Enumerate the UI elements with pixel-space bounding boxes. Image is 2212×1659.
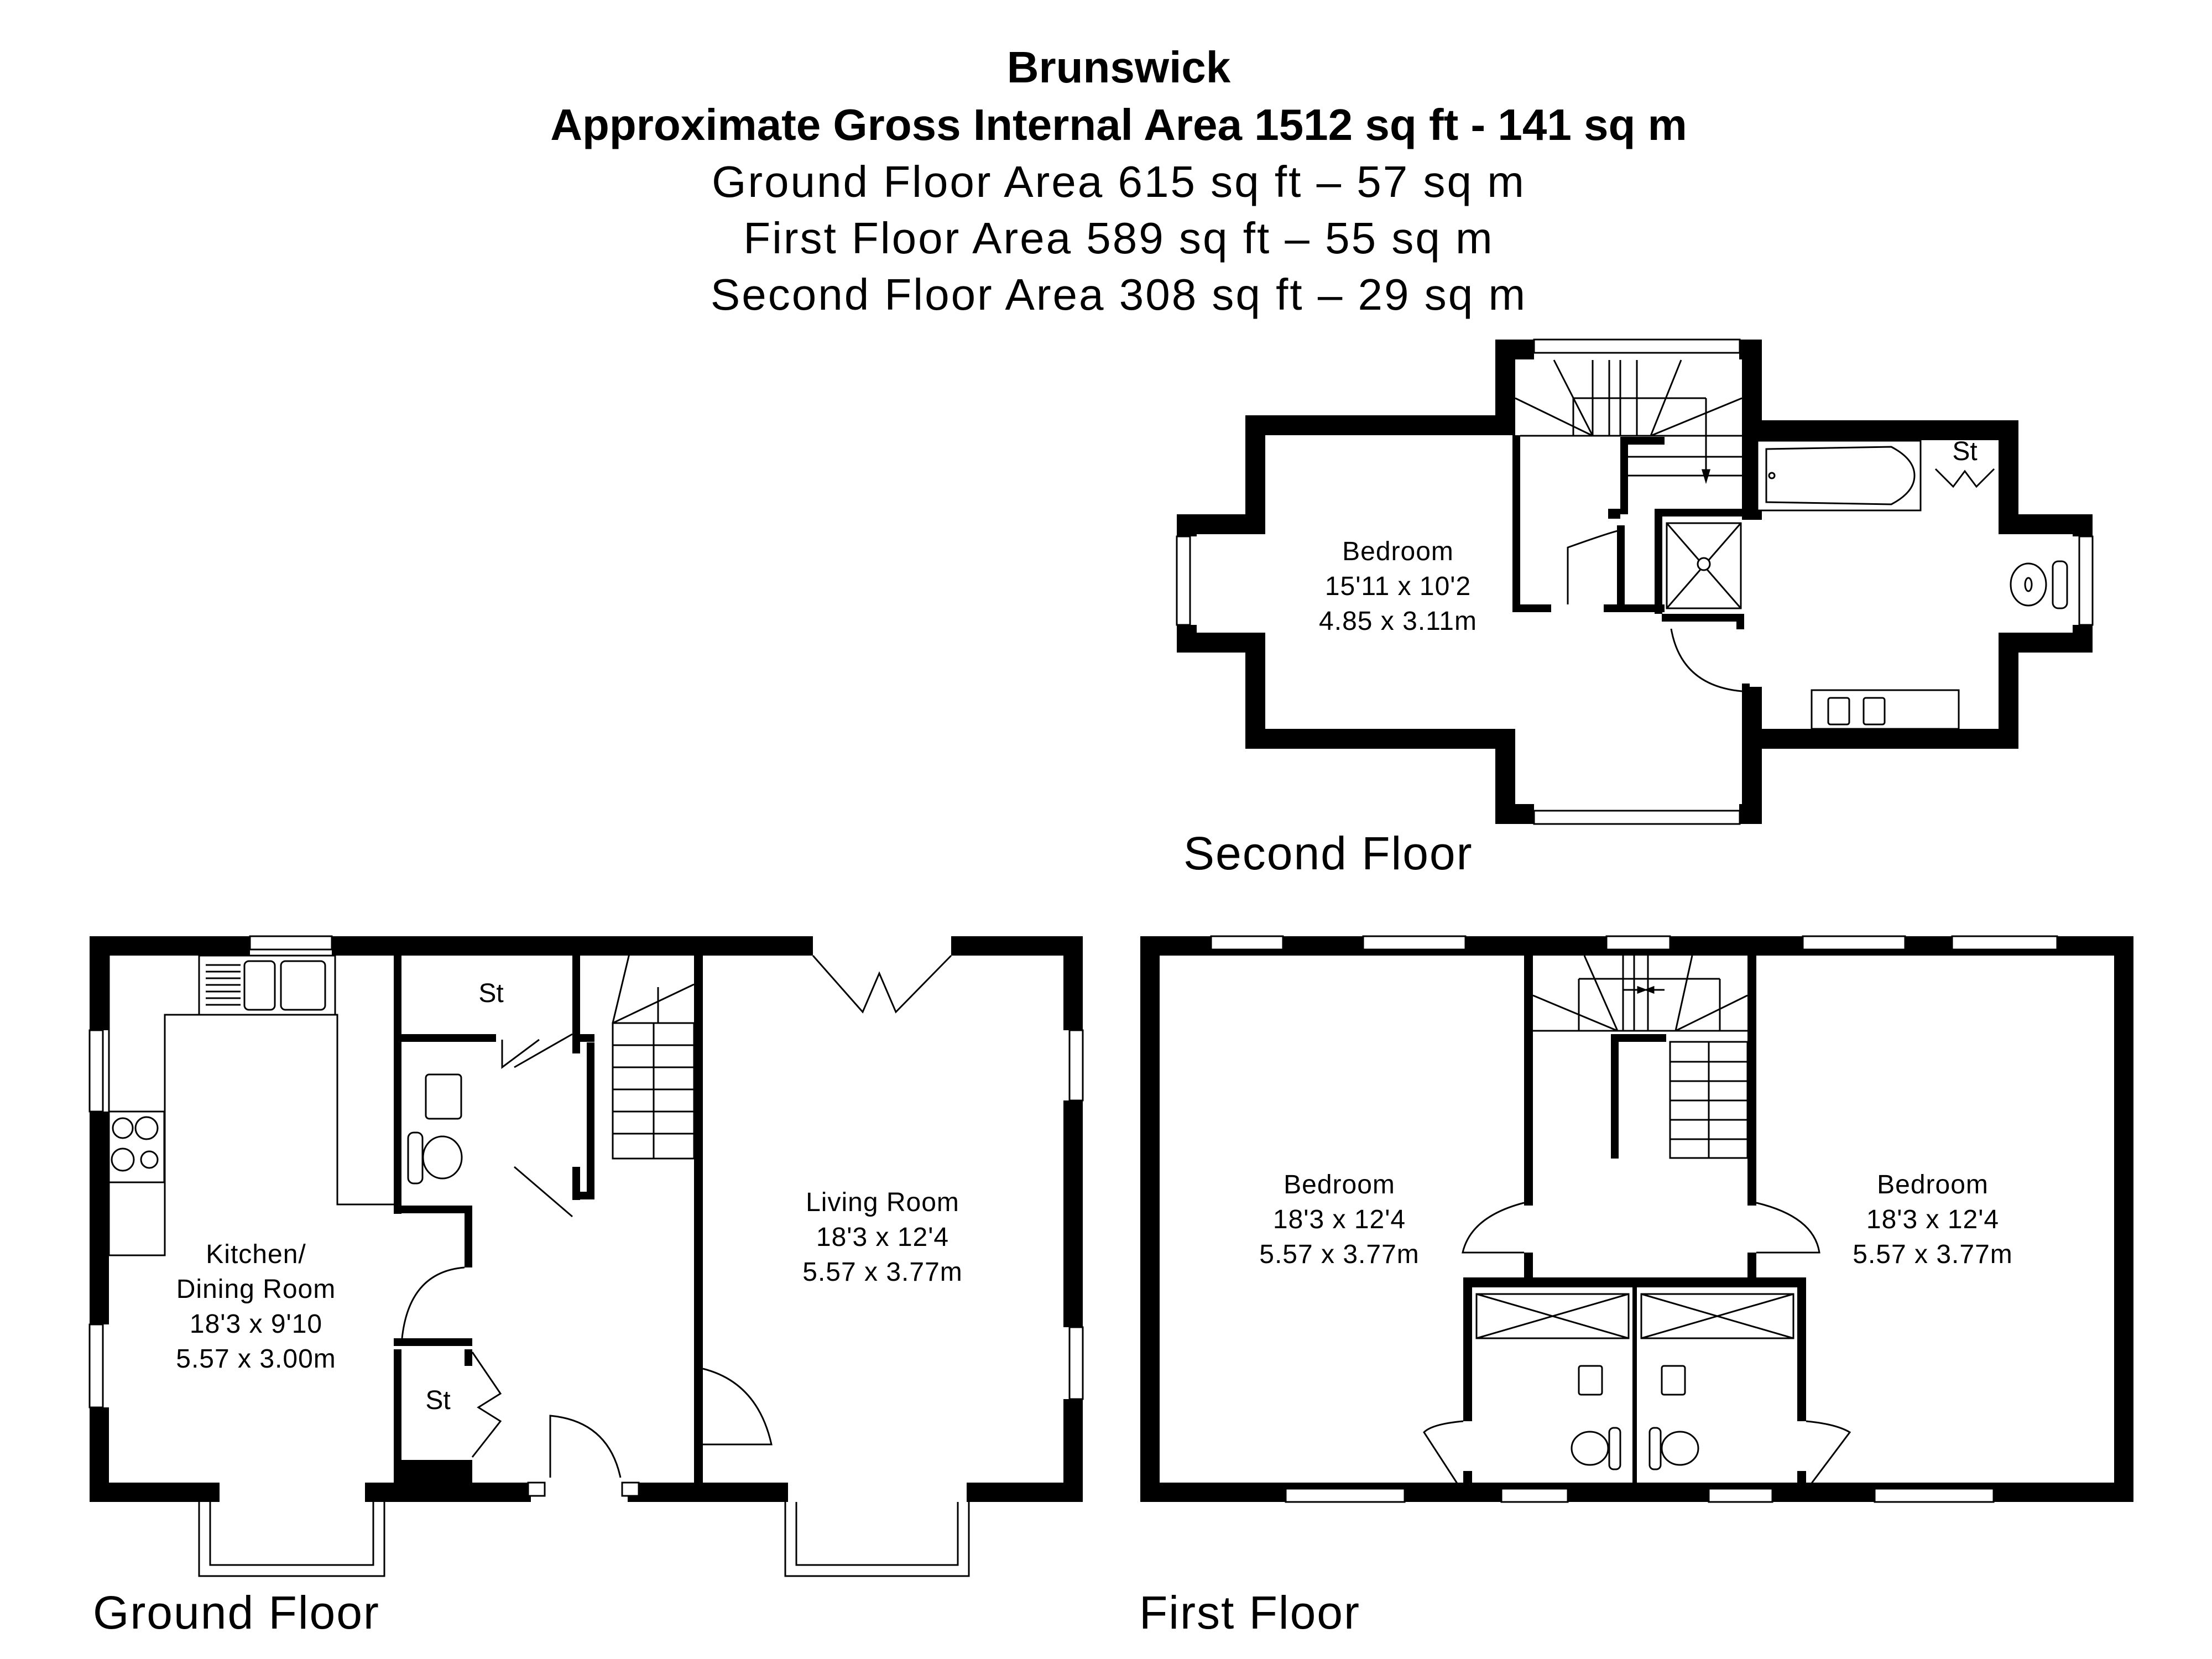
kitchen-units (108, 954, 394, 1256)
room-size-metric: 5.57 x 3.00m (176, 1344, 336, 1374)
room-name: Bedroom (1342, 537, 1454, 566)
storage-door[interactable] (1934, 468, 1995, 488)
staircase (1515, 359, 1743, 484)
bathroom-door[interactable] (1670, 628, 1743, 692)
room-name: Kitchen/ (206, 1240, 306, 1269)
bedroom-door-right[interactable] (1756, 1202, 1820, 1254)
first-floor-plan: Bedroom 18'3 x 12'4 5.57 x 3.77m Bedroom… (1139, 935, 2133, 1639)
bedroom-door-left[interactable] (1462, 1202, 1525, 1254)
room-size-metric: 5.57 x 3.77m (1259, 1240, 1420, 1269)
room-size-imperial: 18'3 x 12'4 (1866, 1205, 1999, 1234)
second-floor-area: Second Floor Area 308 sq ft – 29 sq m (710, 270, 1527, 319)
front-door[interactable] (549, 1415, 622, 1478)
window (527, 1481, 546, 1497)
shower-tray (1666, 522, 1742, 609)
staircase (612, 953, 695, 1160)
title-block: Brunswick Approximate Gross Internal Are… (0, 39, 2212, 323)
window (1533, 810, 1741, 825)
ensuite-door-left[interactable] (1423, 1420, 1464, 1488)
wc-door-upper[interactable] (514, 1033, 573, 1068)
toilet (2010, 560, 2068, 609)
bathtub (1756, 440, 1922, 512)
window (249, 935, 333, 951)
kitchen-bay-window (198, 1502, 385, 1577)
double-vanity (1811, 689, 1960, 730)
staircase (1532, 955, 1749, 1159)
storage-label: St (425, 1386, 450, 1415)
floor-label: Second Floor (1183, 827, 1473, 879)
toilet (1571, 1427, 1621, 1470)
basin (1661, 1365, 1686, 1396)
basin (1578, 1365, 1603, 1396)
ground-floor-area: Ground Floor Area 615 sq ft – 57 sq m (712, 157, 1526, 206)
storage-door[interactable] (501, 1039, 540, 1069)
cupboard-doors[interactable] (471, 1352, 502, 1458)
window (1068, 1326, 1084, 1400)
floor-label: Ground Floor (93, 1587, 380, 1639)
room-name: Bedroom (1284, 1170, 1395, 1199)
storage-label: St (478, 979, 503, 1008)
window (88, 1323, 104, 1408)
storage-label: St (1952, 437, 1977, 466)
living-door[interactable] (702, 1368, 773, 1446)
room-size-imperial: 18'3 x 12'4 (816, 1223, 949, 1252)
kitchen-door[interactable] (401, 1266, 465, 1339)
room-size-imperial: 18'3 x 9'10 (190, 1310, 322, 1339)
first-floor-windows (1210, 935, 2058, 1503)
ground-floor-plan: St St Kitchen/ Dining Room 18'3 x 9'10 5… (88, 935, 1084, 1639)
second-floor-plan: St Bedroom 15'11 x 10'2 4.85 x 3.11m Sec… (1176, 338, 2094, 879)
room-size-metric: 4.85 x 3.11m (1319, 607, 1477, 636)
gross-area: Approximate Gross Internal Area 1512 sq … (550, 100, 1687, 149)
window (1176, 535, 1191, 626)
room-size-imperial: 15'11 x 10'2 (1325, 572, 1471, 601)
floor-label: First Floor (1139, 1587, 1360, 1639)
ground-floor-walls (90, 936, 1083, 1502)
window (88, 1029, 104, 1113)
wc-door[interactable] (514, 1166, 573, 1218)
room-size-metric: 5.57 x 3.77m (802, 1258, 963, 1287)
living-bay-window (784, 1502, 970, 1577)
toilet (1648, 1427, 1699, 1470)
second-floor-walls (1177, 340, 2093, 824)
property-name: Brunswick (1006, 43, 1231, 92)
shower-tray (1640, 1293, 1794, 1339)
french-doors[interactable] (812, 954, 952, 1014)
room-name: Living Room (806, 1188, 959, 1217)
window (1533, 338, 1741, 354)
ensuite-door-right[interactable] (1806, 1420, 1851, 1488)
shower-tray (1475, 1293, 1630, 1339)
window (621, 1481, 640, 1497)
room-name: Bedroom (1877, 1170, 1989, 1199)
room-size-metric: 5.57 x 3.77m (1853, 1240, 2013, 1269)
bedroom-door[interactable] (1567, 530, 1618, 604)
room-name: Dining Room (176, 1275, 336, 1304)
first-floor-area: First Floor Area 589 sq ft – 55 sq m (743, 213, 1494, 263)
window (1068, 1029, 1084, 1102)
wc-toilet (407, 1131, 463, 1185)
room-size-imperial: 18'3 x 12'4 (1273, 1205, 1406, 1234)
wc-basin (425, 1073, 462, 1120)
window (2078, 535, 2094, 626)
